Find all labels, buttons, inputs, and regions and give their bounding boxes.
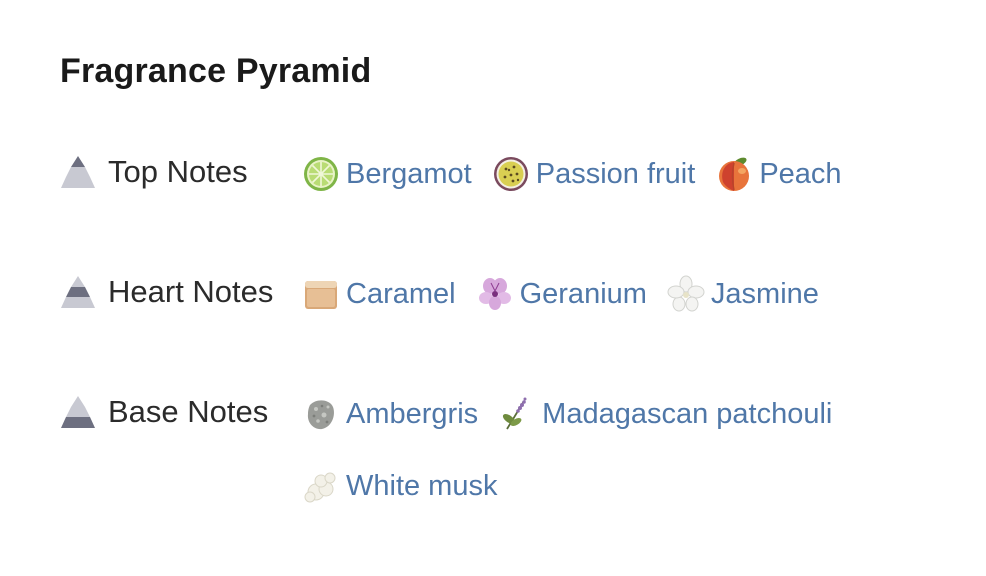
caramel-icon xyxy=(305,281,337,309)
top-notes-title: Top Notes xyxy=(108,154,248,189)
note-passion-fruit[interactable]: Passion fruit xyxy=(492,154,696,194)
pyramid-base-icon xyxy=(61,396,95,428)
note-label: Madagascan patchouli xyxy=(542,397,833,430)
note-label: White musk xyxy=(346,469,498,502)
note-label: Jasmine xyxy=(710,277,819,310)
top-notes-row: Top Notes Bergamot xyxy=(60,152,960,212)
note-label: Ambergris xyxy=(346,397,479,430)
white-musk-icon xyxy=(304,472,336,503)
patchouli-icon xyxy=(503,397,527,430)
ambergris-icon xyxy=(307,400,334,430)
base-notes-title: Base Notes xyxy=(108,394,269,429)
pyramid-heart-icon xyxy=(61,276,95,308)
note-caramel[interactable]: Caramel xyxy=(302,274,456,314)
heart-notes-label: Heart Notes xyxy=(60,272,273,312)
note-madagascan-patchouli[interactable]: Madagascan patchouli xyxy=(498,394,832,434)
peach-icon xyxy=(719,157,750,191)
base-notes-list: Ambergris Madagascan patchouli xyxy=(302,394,902,506)
top-notes-label: Top Notes xyxy=(60,152,248,192)
heart-notes-title: Heart Notes xyxy=(108,274,274,309)
page-title: Fragrance Pyramid xyxy=(60,52,372,90)
passion-fruit-icon xyxy=(493,157,528,191)
heart-notes-row: Heart Notes Caramel Geranium xyxy=(60,272,960,332)
pyramid-top-icon xyxy=(61,156,95,188)
note-ambergris[interactable]: Ambergris xyxy=(302,394,478,434)
note-label: Bergamot xyxy=(346,157,472,190)
note-peach[interactable]: Peach xyxy=(715,154,842,194)
top-notes-list: Bergamot Passion fruit xyxy=(302,154,902,194)
note-white-musk[interactable]: White musk xyxy=(302,466,497,506)
note-label: Geranium xyxy=(519,277,647,310)
geranium-icon xyxy=(478,278,511,310)
base-notes-row: Base Notes Ambergris Madagascan patchoul… xyxy=(60,392,960,503)
heart-notes-list: Caramel Geranium xyxy=(302,274,902,314)
note-jasmine[interactable]: Jasmine xyxy=(667,274,819,314)
note-bergamot[interactable]: Bergamot xyxy=(302,154,472,194)
jasmine-icon xyxy=(667,275,705,312)
base-notes-label: Base Notes xyxy=(60,392,268,432)
note-label: Caramel xyxy=(346,277,456,310)
note-geranium[interactable]: Geranium xyxy=(476,274,647,314)
note-label: Peach xyxy=(759,157,842,190)
lime-icon xyxy=(304,157,338,191)
note-label: Passion fruit xyxy=(535,157,696,190)
